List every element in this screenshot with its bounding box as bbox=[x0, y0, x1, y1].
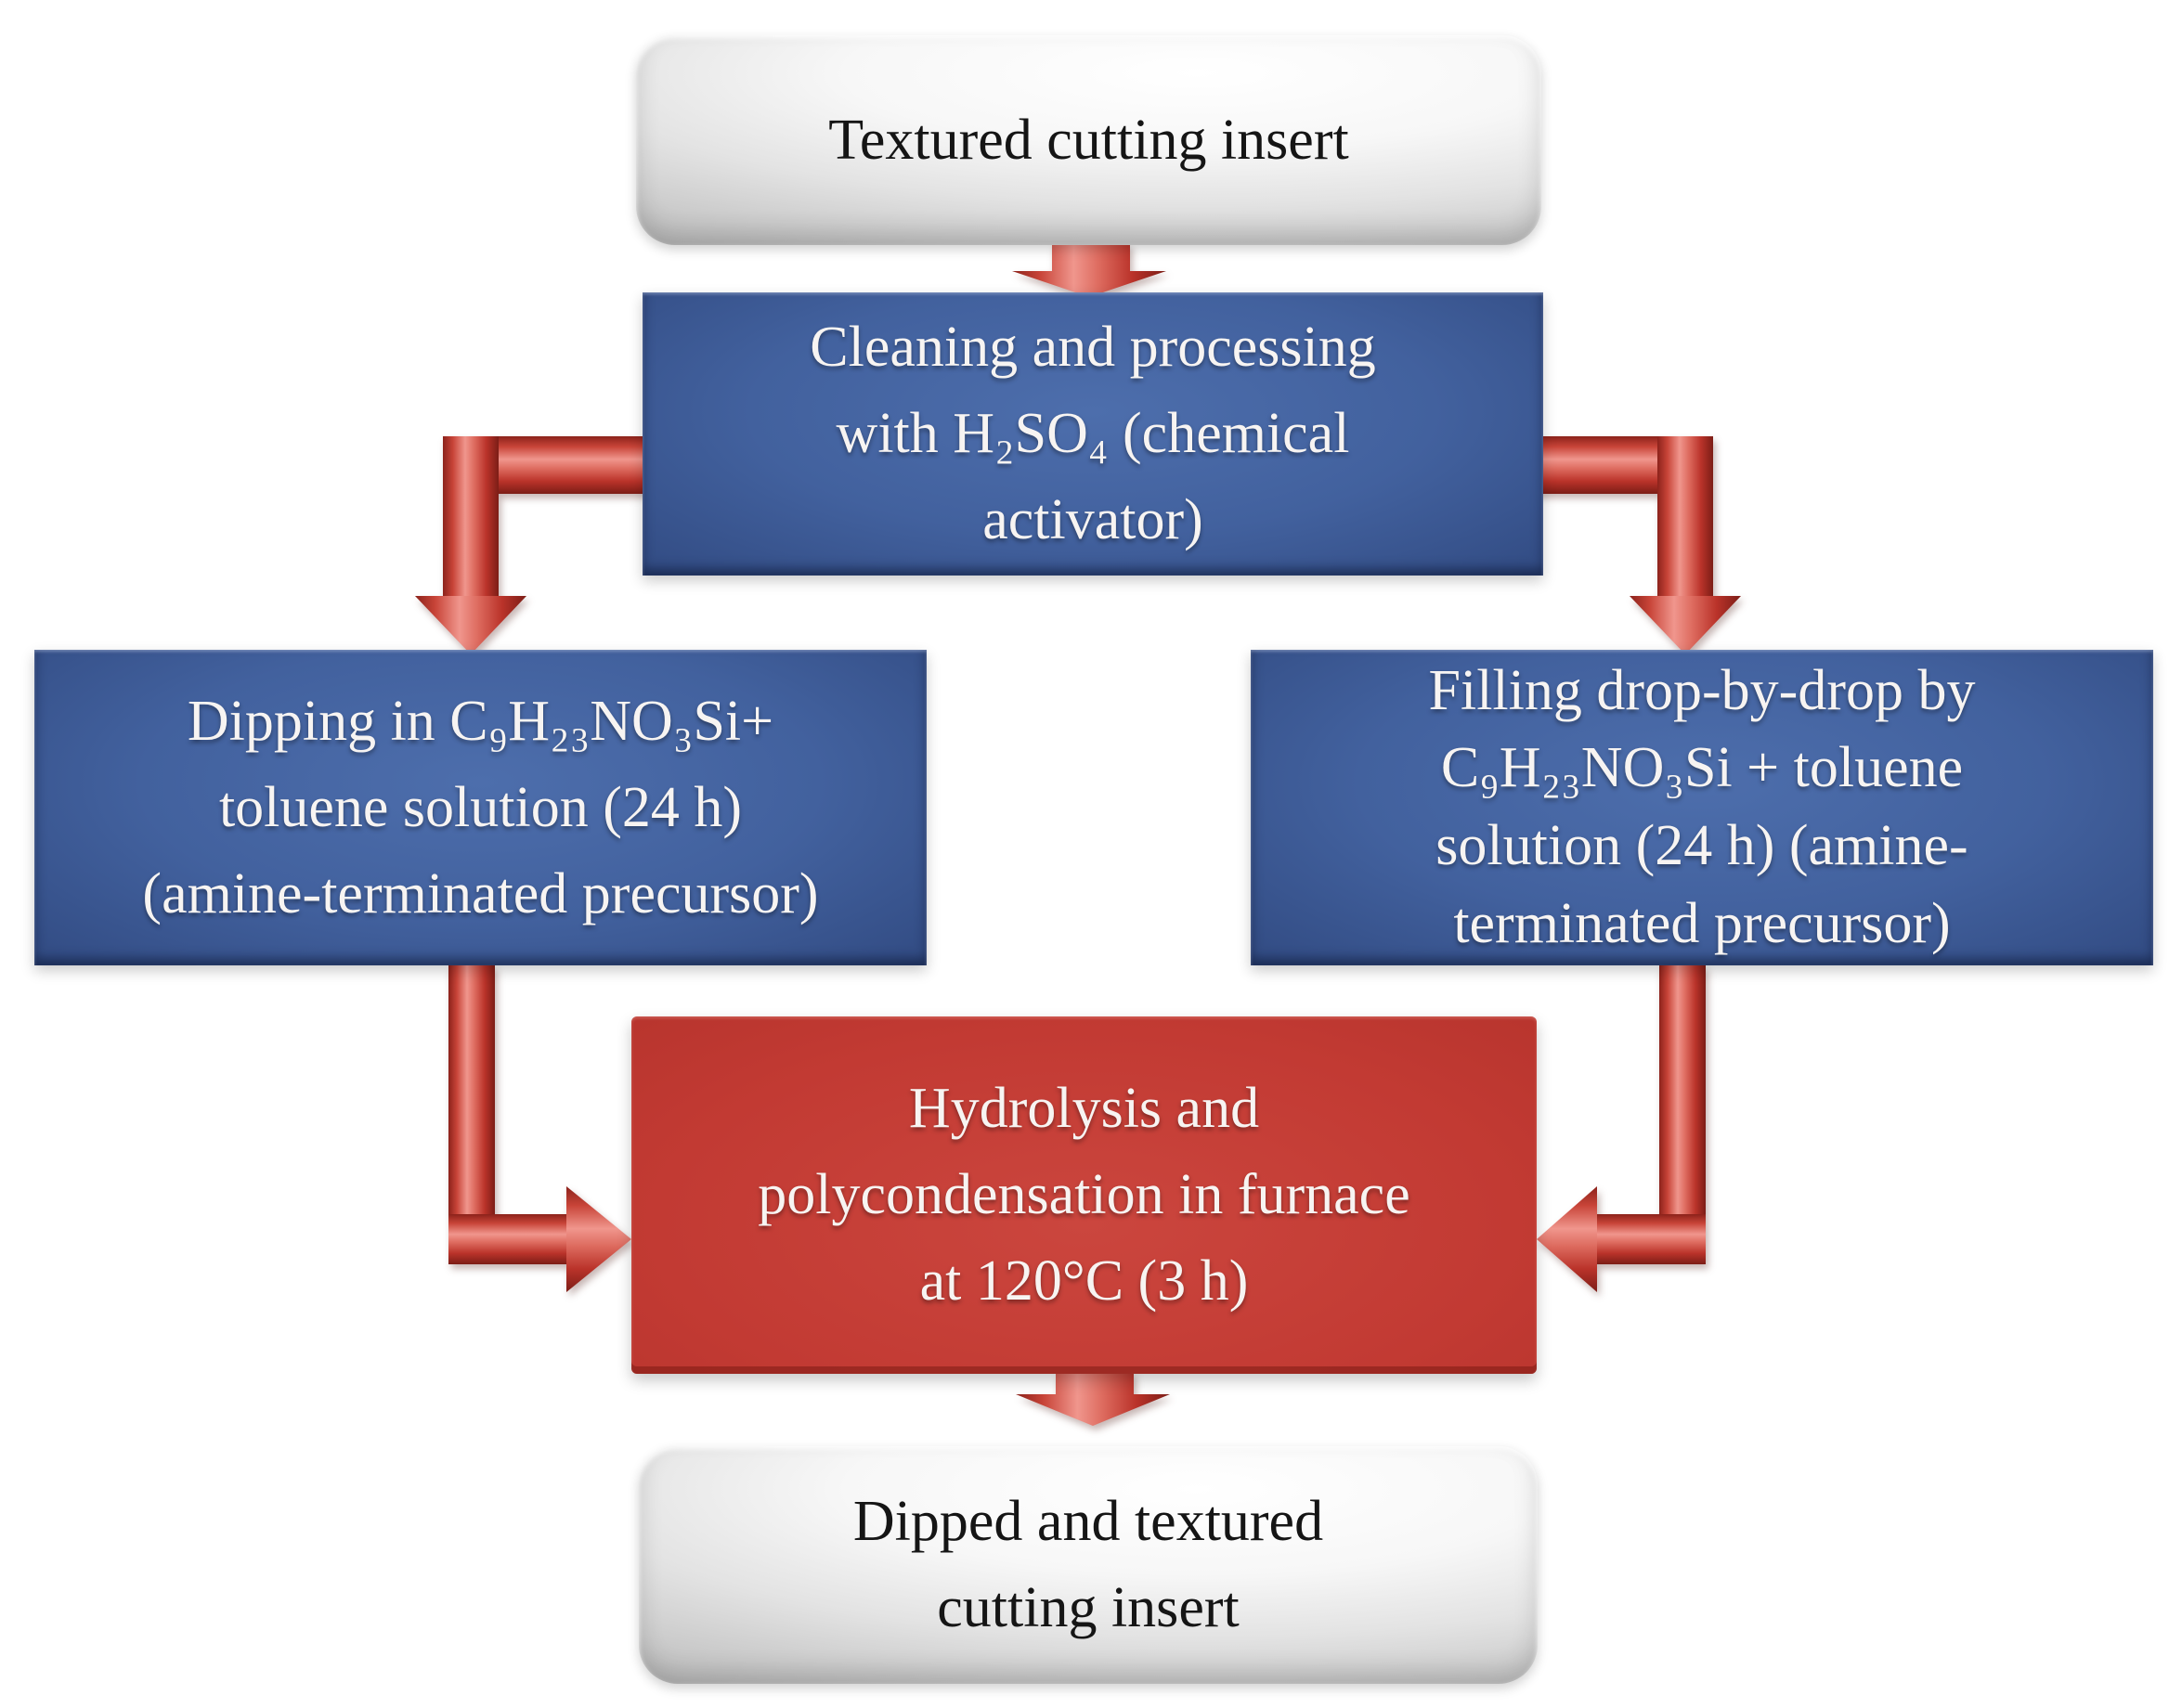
arrow-textured-to-cleaning bbox=[1012, 243, 1166, 297]
arrow-dipping-to-hydrolysis bbox=[448, 965, 631, 1292]
node-textured-cutting-insert-label: Textured cutting insert bbox=[828, 108, 1349, 172]
arrow-cleaning-to-filling bbox=[1532, 436, 1741, 654]
node-cleaning-processing: Cleaning and processing with H₂SO₄ (chem… bbox=[643, 292, 1543, 576]
arrow-cleaning-to-dipping bbox=[415, 436, 650, 654]
node-textured-cutting-insert: Textured cutting insert bbox=[636, 35, 1541, 245]
node-dipping: Dipping in C₉H₂₃NO₃Si+ toluene solution … bbox=[34, 650, 927, 965]
node-dipped-textured-insert: Dipped and textured cutting insert bbox=[639, 1446, 1538, 1684]
node-dipped-textured-insert-label: Dipped and textured cutting insert bbox=[852, 1490, 1324, 1639]
arrow-filling-to-hydrolysis bbox=[1537, 965, 1706, 1292]
arrow-hydrolysis-to-dipped bbox=[1016, 1372, 1170, 1426]
node-hydrolysis-polycondensation: Hydrolysis and polycondensation in furna… bbox=[631, 1016, 1537, 1374]
node-cleaning-processing-label: Cleaning and processing with H₂SO₄ (chem… bbox=[810, 316, 1376, 551]
node-dipping-label: Dipping in C₉H₂₃NO₃Si+ toluene solution … bbox=[142, 689, 819, 925]
node-filling-drop-by-drop-label: Filling drop-by-drop by C₉H₂₃NO₃Si + tol… bbox=[1428, 658, 1976, 955]
node-filling-drop-by-drop: Filling drop-by-drop by C₉H₂₃NO₃Si + tol… bbox=[1251, 650, 2153, 965]
node-hydrolysis-polycondensation-label: Hydrolysis and polycondensation in furna… bbox=[758, 1077, 1410, 1313]
